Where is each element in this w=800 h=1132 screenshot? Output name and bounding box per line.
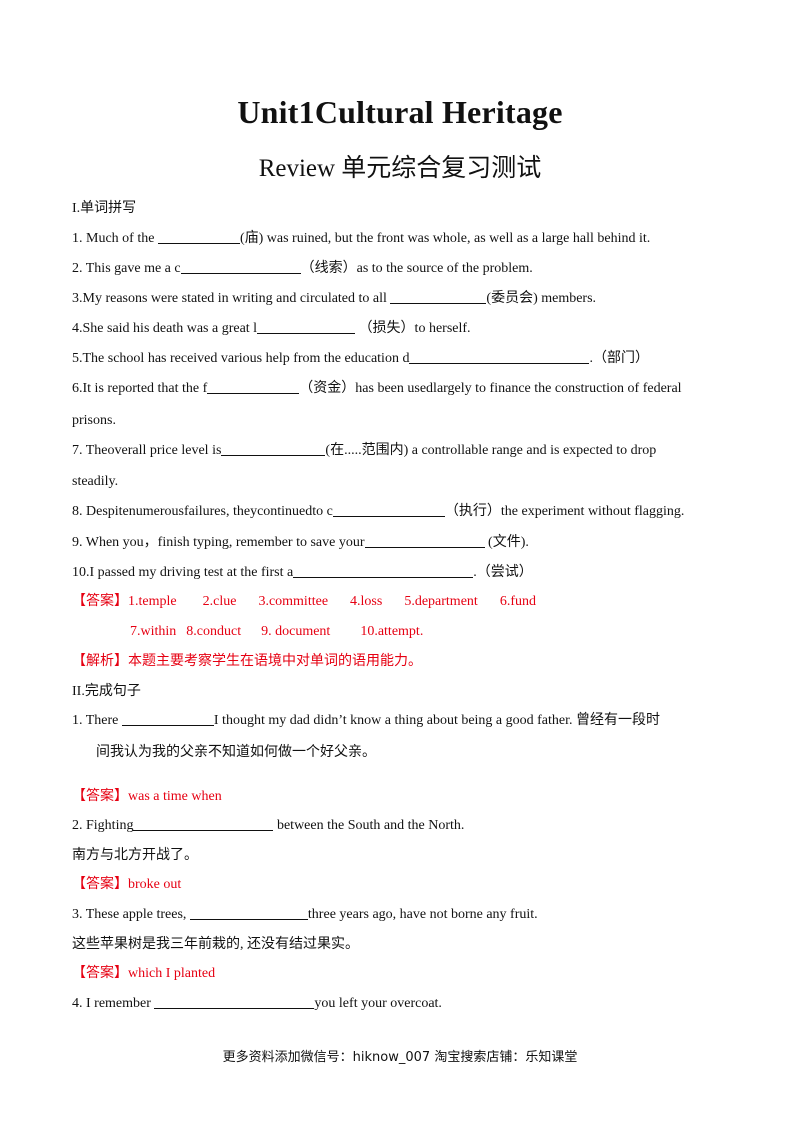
question-3: 3.My reasons were stated in writing and … (72, 289, 728, 309)
answer-item: 9. document (261, 624, 331, 639)
answer-blank[interactable] (207, 379, 300, 394)
answer-item: 10.attempt. (360, 624, 424, 639)
answers-row-2: 7.within 8.conduct 9. document 10.attempt. (130, 622, 786, 642)
answer-blank[interactable] (133, 816, 274, 831)
sentence-3: 3. These apple trees, three years ago, h… (72, 905, 728, 925)
answer-blank[interactable] (154, 994, 315, 1009)
answers-row-1: 【答案】1.temple 2.clue 3.committee 4.loss 5.dep… (72, 592, 728, 612)
sentence-text: between the South and the North. (273, 818, 465, 833)
section2-heading: II.完成句子 (72, 684, 141, 699)
answer-blank[interactable] (332, 502, 445, 517)
answer-item: 1.temple (128, 594, 177, 609)
question-text: 4.She said his death was a great l (72, 321, 258, 336)
sentence-3-answer: 【答案】which I planted (72, 964, 728, 984)
question-text: 5.The school has received various help f… (72, 351, 410, 366)
answer-item: 7.within (130, 624, 177, 639)
question-text: （执行）the experiment without flagging. (444, 504, 685, 519)
analysis: 【解析】本题主要考察学生在语境中对单词的语用能力。 (72, 652, 728, 672)
question-text: 7. Theoverall price level is (72, 443, 222, 458)
question-6-continued: prisons. (72, 413, 116, 428)
question-2: 2. This gave me a c （线索）as to the source … (72, 259, 728, 279)
analysis-text: 本题主要考察学生在语境中对单词的语用能力。 (128, 654, 422, 669)
answer-item: 8.conduct (186, 624, 242, 639)
sentence-text: you left your overcoat. (314, 996, 442, 1011)
sentence-text: 3. These apple trees, (72, 907, 190, 922)
question-6: 6.It is reported that the f （资金）has been … (72, 379, 728, 399)
answer-text: was a time when (128, 789, 222, 804)
answer-blank[interactable] (180, 259, 301, 274)
answer-blank[interactable] (364, 533, 485, 548)
question-4: 4.She said his death was a great l （损失）t… (72, 319, 728, 339)
sentence-text: 2. Fighting (72, 818, 134, 833)
answer-blank[interactable] (221, 441, 326, 456)
answer-label: 【答案】 (72, 594, 128, 609)
section1-heading: I.单词拼写 (72, 201, 137, 216)
document-subtitle: Review 单元综合复习测试 (258, 155, 542, 182)
question-10: 10.I passed my driving test at the first… (72, 563, 728, 583)
question-text: 3.My reasons were stated in writing and … (72, 291, 391, 306)
sentence-2: 2. Fighting between the South and the No… (72, 816, 728, 836)
question-text: 2. This gave me a c (72, 261, 181, 276)
sentence-text: 4. I remember (72, 996, 155, 1011)
question-7: 7. Theoverall price level is (在.....范围内) … (72, 441, 728, 461)
sentence-3-translation: 这些苹果树是我三年前栽的, 还没有结过果实。 (72, 937, 359, 952)
page-footer: 更多资料添加微信号：hiknow_007 淘宝搜索店铺：乐知课堂 (222, 1050, 578, 1065)
question-text: （资金）has been usedlargely to finance the … (299, 381, 682, 396)
sentence-1: 1. There I thought my dad didn’t know a … (72, 711, 728, 731)
answer-label: 【答案】 (72, 877, 128, 892)
answer-item: 5.department (404, 594, 478, 609)
question-text: （线索）as to the source of the problem. (300, 261, 533, 276)
question-text: .（尝试） (473, 565, 533, 580)
answer-item: 3.committee (258, 594, 329, 609)
sentence-1-translation: 间我认为我的父亲不知道如何做一个好父亲。 (96, 745, 376, 760)
sentence-1-answer: 【答案】was a time when (72, 787, 728, 807)
answer-label: 【答案】 (72, 966, 128, 981)
answer-item: 4.loss (350, 594, 383, 609)
question-text: 8. Despitenumerousfailures, theycontinue… (72, 504, 333, 519)
question-8: 8. Despitenumerousfailures, theycontinue… (72, 502, 728, 522)
answer-text: which I planted (128, 966, 216, 981)
sentence-text: I thought my dad didn’t know a thing abo… (213, 713, 661, 728)
question-text: 1. Much of the (72, 231, 158, 246)
answer-item: 6.fund (499, 594, 536, 609)
answer-blank[interactable] (293, 563, 474, 578)
sentence-2-translation: 南方与北方开战了。 (72, 848, 198, 863)
answer-blank[interactable] (157, 229, 240, 244)
sentence-2-answer: 【答案】broke out (72, 875, 728, 895)
answer-blank[interactable] (409, 349, 590, 364)
sentence-text: 1. There (72, 713, 122, 728)
question-text: 6.It is reported that the f (72, 381, 208, 396)
question-text: (庙) was ruined, but the front was whole,… (239, 231, 651, 246)
answer-blank[interactable] (257, 319, 356, 334)
question-5: 5.The school has received various help f… (72, 349, 728, 369)
document-title: Unit1Cultural Heritage (237, 94, 563, 130)
answer-blank[interactable] (189, 905, 308, 920)
sentence-4: 4. I remember you left your overcoat. (72, 994, 728, 1014)
question-text: (文件). (484, 535, 529, 550)
answer-item: 2.clue (202, 594, 237, 609)
question-text: 10.I passed my driving test at the first… (72, 565, 294, 580)
question-text: (在.....范围内) a controllable range and is … (325, 443, 657, 458)
question-text: （损失）to herself. (355, 321, 471, 336)
question-7-continued: steadily. (72, 474, 119, 489)
answer-text: broke out (128, 877, 182, 892)
question-1: 1. Much of the (庙) was ruined, but the f… (72, 229, 728, 249)
answer-label: 【答案】 (72, 789, 128, 804)
sentence-text: three years ago, have not borne any frui… (307, 907, 538, 922)
answer-blank[interactable] (121, 711, 214, 726)
question-9: 9. When you，finish typing, remember to s… (72, 533, 728, 553)
question-text: 9. When you，finish typing, remember to s… (72, 535, 365, 550)
answer-blank[interactable] (390, 289, 487, 304)
question-text: (委员会) members. (486, 291, 597, 306)
analysis-label: 【解析】 (72, 654, 128, 669)
question-text: .（部门） (589, 351, 649, 366)
